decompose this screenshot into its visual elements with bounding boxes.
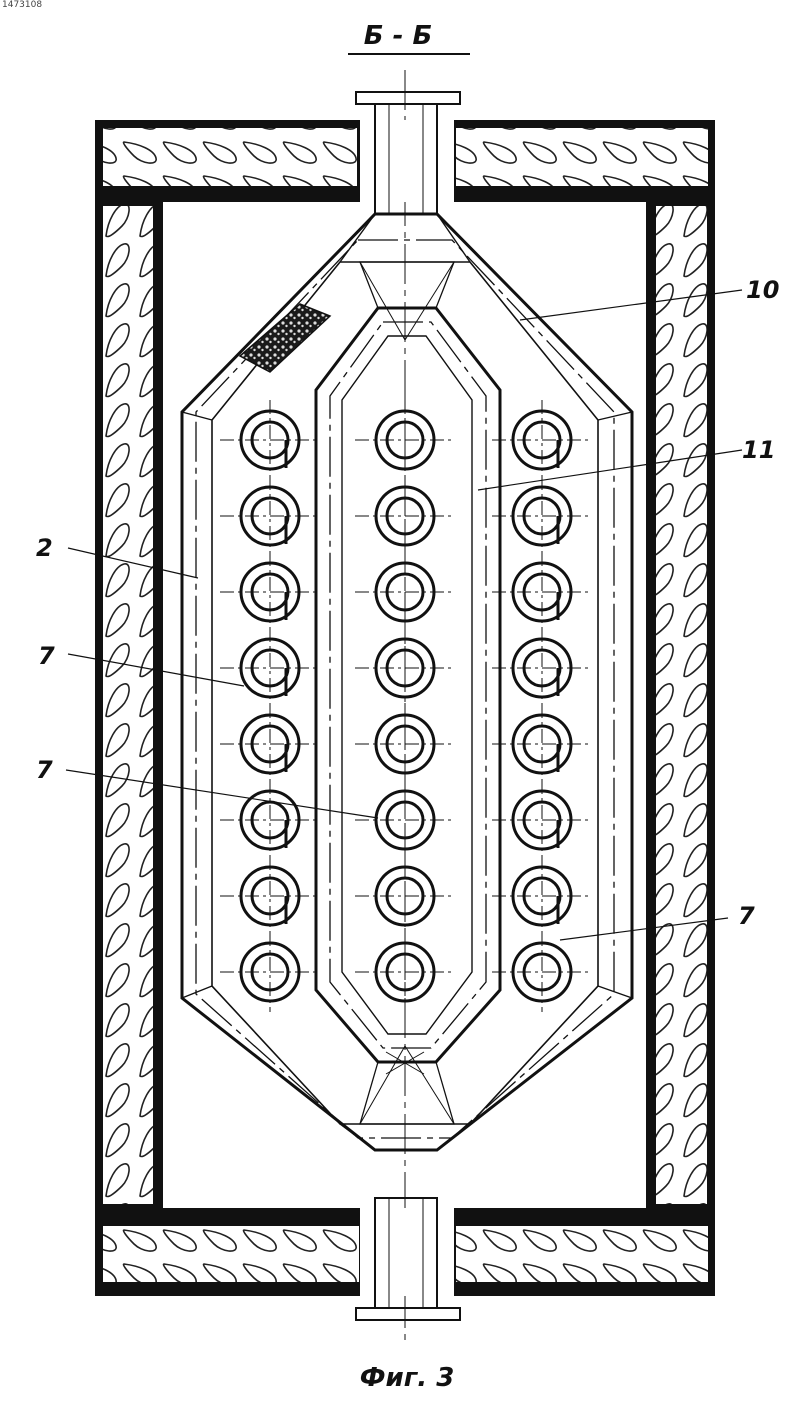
callout-11: 11	[742, 436, 775, 464]
callout-7-right: 7	[738, 902, 755, 930]
tube-1-8	[220, 932, 320, 1012]
left-wall	[95, 196, 163, 1212]
callout-7-middle: 7	[36, 756, 53, 784]
tube-1-1	[220, 400, 320, 480]
tube-bank	[220, 400, 592, 1012]
tube-2-2	[355, 476, 455, 556]
callout-10: 10	[746, 276, 779, 304]
tube-2-5	[355, 704, 455, 784]
section-label: Б - Б	[364, 21, 433, 51]
tube-3-2	[492, 476, 592, 556]
callout-leaders	[66, 290, 742, 940]
bottom-casing	[95, 1208, 715, 1296]
top-casing	[95, 120, 715, 202]
tube-3-7	[492, 856, 592, 936]
tube-1-3	[220, 552, 320, 632]
tube-2-4	[355, 628, 455, 708]
tube-2-1	[355, 400, 455, 480]
tube-2-3	[355, 552, 455, 632]
callout-2: 2	[36, 534, 53, 562]
tube-2-7	[355, 856, 455, 936]
tube-3-5	[492, 704, 592, 784]
tube-1-7	[220, 856, 320, 936]
callout-7-upper: 7	[38, 642, 55, 670]
tube-1-6	[220, 780, 320, 860]
tube-3-6	[492, 780, 592, 860]
tube-1-5	[220, 704, 320, 784]
tube-3-8	[492, 932, 592, 1012]
tube-1-4	[220, 628, 320, 708]
right-wall	[646, 196, 715, 1212]
figure-caption: Фиг. 3	[360, 1363, 455, 1393]
inner-vessel	[316, 262, 500, 1124]
tube-2-8	[355, 932, 455, 1012]
tube-3-4	[492, 628, 592, 708]
tube-3-3	[492, 552, 592, 632]
tube-2-6	[355, 780, 455, 860]
tube-3-1	[492, 400, 592, 480]
tube-1-2	[220, 476, 320, 556]
